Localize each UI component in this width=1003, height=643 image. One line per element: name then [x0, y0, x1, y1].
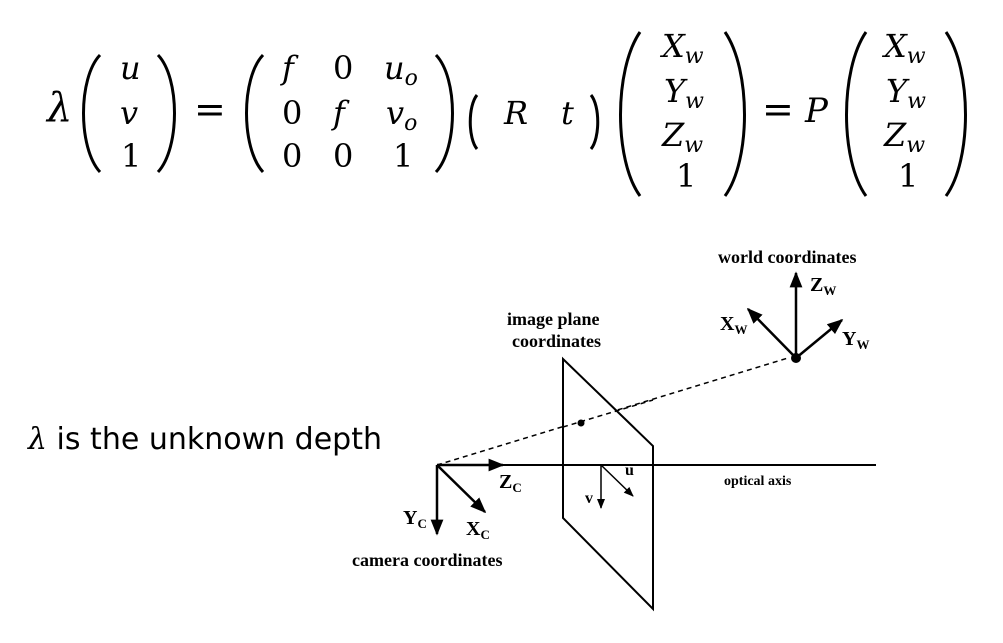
- paren-left-5: [845, 31, 868, 197]
- eq-u: u: [120, 49, 141, 87]
- eq-equals-2: =: [762, 87, 794, 131]
- image-plane: [562, 356, 654, 612]
- eq-one-3: 1: [898, 157, 918, 195]
- eq-Xw-2: Xw: [881, 27, 926, 69]
- projection-ray-on-plane: [562, 399, 654, 428]
- label-xw: XW: [720, 313, 747, 337]
- paren-left-2: [245, 53, 265, 174]
- label-image-u: u: [625, 462, 634, 479]
- label-xc: XC: [466, 518, 490, 542]
- eq-Yw-1: Yw: [664, 72, 704, 114]
- yw-axis-arrow: [795, 318, 844, 359]
- k22: f: [331, 94, 350, 132]
- label-zc: ZC: [499, 471, 522, 495]
- xc-axis-arrow: [436, 464, 487, 514]
- paren-left-1: [82, 53, 102, 174]
- eq-lambda: λ: [45, 85, 72, 131]
- paren-right-2: [434, 53, 454, 174]
- depth-note: λ is the unknown depth: [27, 422, 382, 457]
- k33: 1: [393, 137, 413, 175]
- k13: uo: [384, 49, 418, 91]
- geometry: [430, 271, 876, 612]
- eq-v: v: [120, 94, 138, 132]
- xw-axis-arrow: [746, 307, 797, 359]
- paren-right-5: [944, 31, 967, 197]
- k32: 0: [333, 137, 353, 175]
- k31: 0: [282, 137, 302, 175]
- paren-left-3: [468, 94, 479, 150]
- eq-Xw-1: Xw: [659, 27, 704, 69]
- k12: 0: [333, 49, 353, 87]
- label-world-coordinates: world coordinates: [718, 247, 857, 267]
- projection-equation: λ u v 1 = f 0 uo 0 f vo 0 0 1 R t Xw Yw …: [45, 27, 967, 197]
- eq-Yw-2: Yw: [886, 72, 926, 114]
- eq-one: 1: [121, 137, 141, 175]
- label-yw: YW: [842, 328, 869, 352]
- label-image-v: v: [585, 490, 593, 507]
- eq-Zw-1: Zw: [661, 116, 703, 158]
- eq-P: P: [804, 91, 829, 131]
- eq-R: R: [503, 94, 528, 132]
- eq-t: t: [561, 94, 574, 132]
- k23: vo: [386, 94, 417, 136]
- eq-one-2: 1: [676, 157, 696, 195]
- paren-right-3: [589, 94, 600, 150]
- eq-equals-1: =: [194, 87, 226, 131]
- diagram-labels: world coordinates ZW XW YW image plane c…: [352, 247, 869, 570]
- label-yc: YC: [403, 507, 427, 531]
- label-image-plane-2: coordinates: [512, 331, 601, 351]
- label-image-plane-1: image plane: [507, 309, 600, 329]
- label-optical-axis: optical axis: [724, 474, 792, 489]
- image-u-arrow: [600, 464, 634, 497]
- eq-Zw-2: Zw: [883, 116, 925, 158]
- k11: f: [280, 49, 299, 87]
- label-zw: ZW: [810, 274, 836, 298]
- k21: 0: [282, 94, 302, 132]
- image-point: [577, 419, 585, 427]
- paren-left-4: [619, 31, 642, 197]
- world-point: [791, 353, 801, 363]
- label-camera-coordinates: camera coordinates: [352, 550, 502, 570]
- paren-right-4: [723, 31, 746, 197]
- paren-right-1: [156, 53, 176, 174]
